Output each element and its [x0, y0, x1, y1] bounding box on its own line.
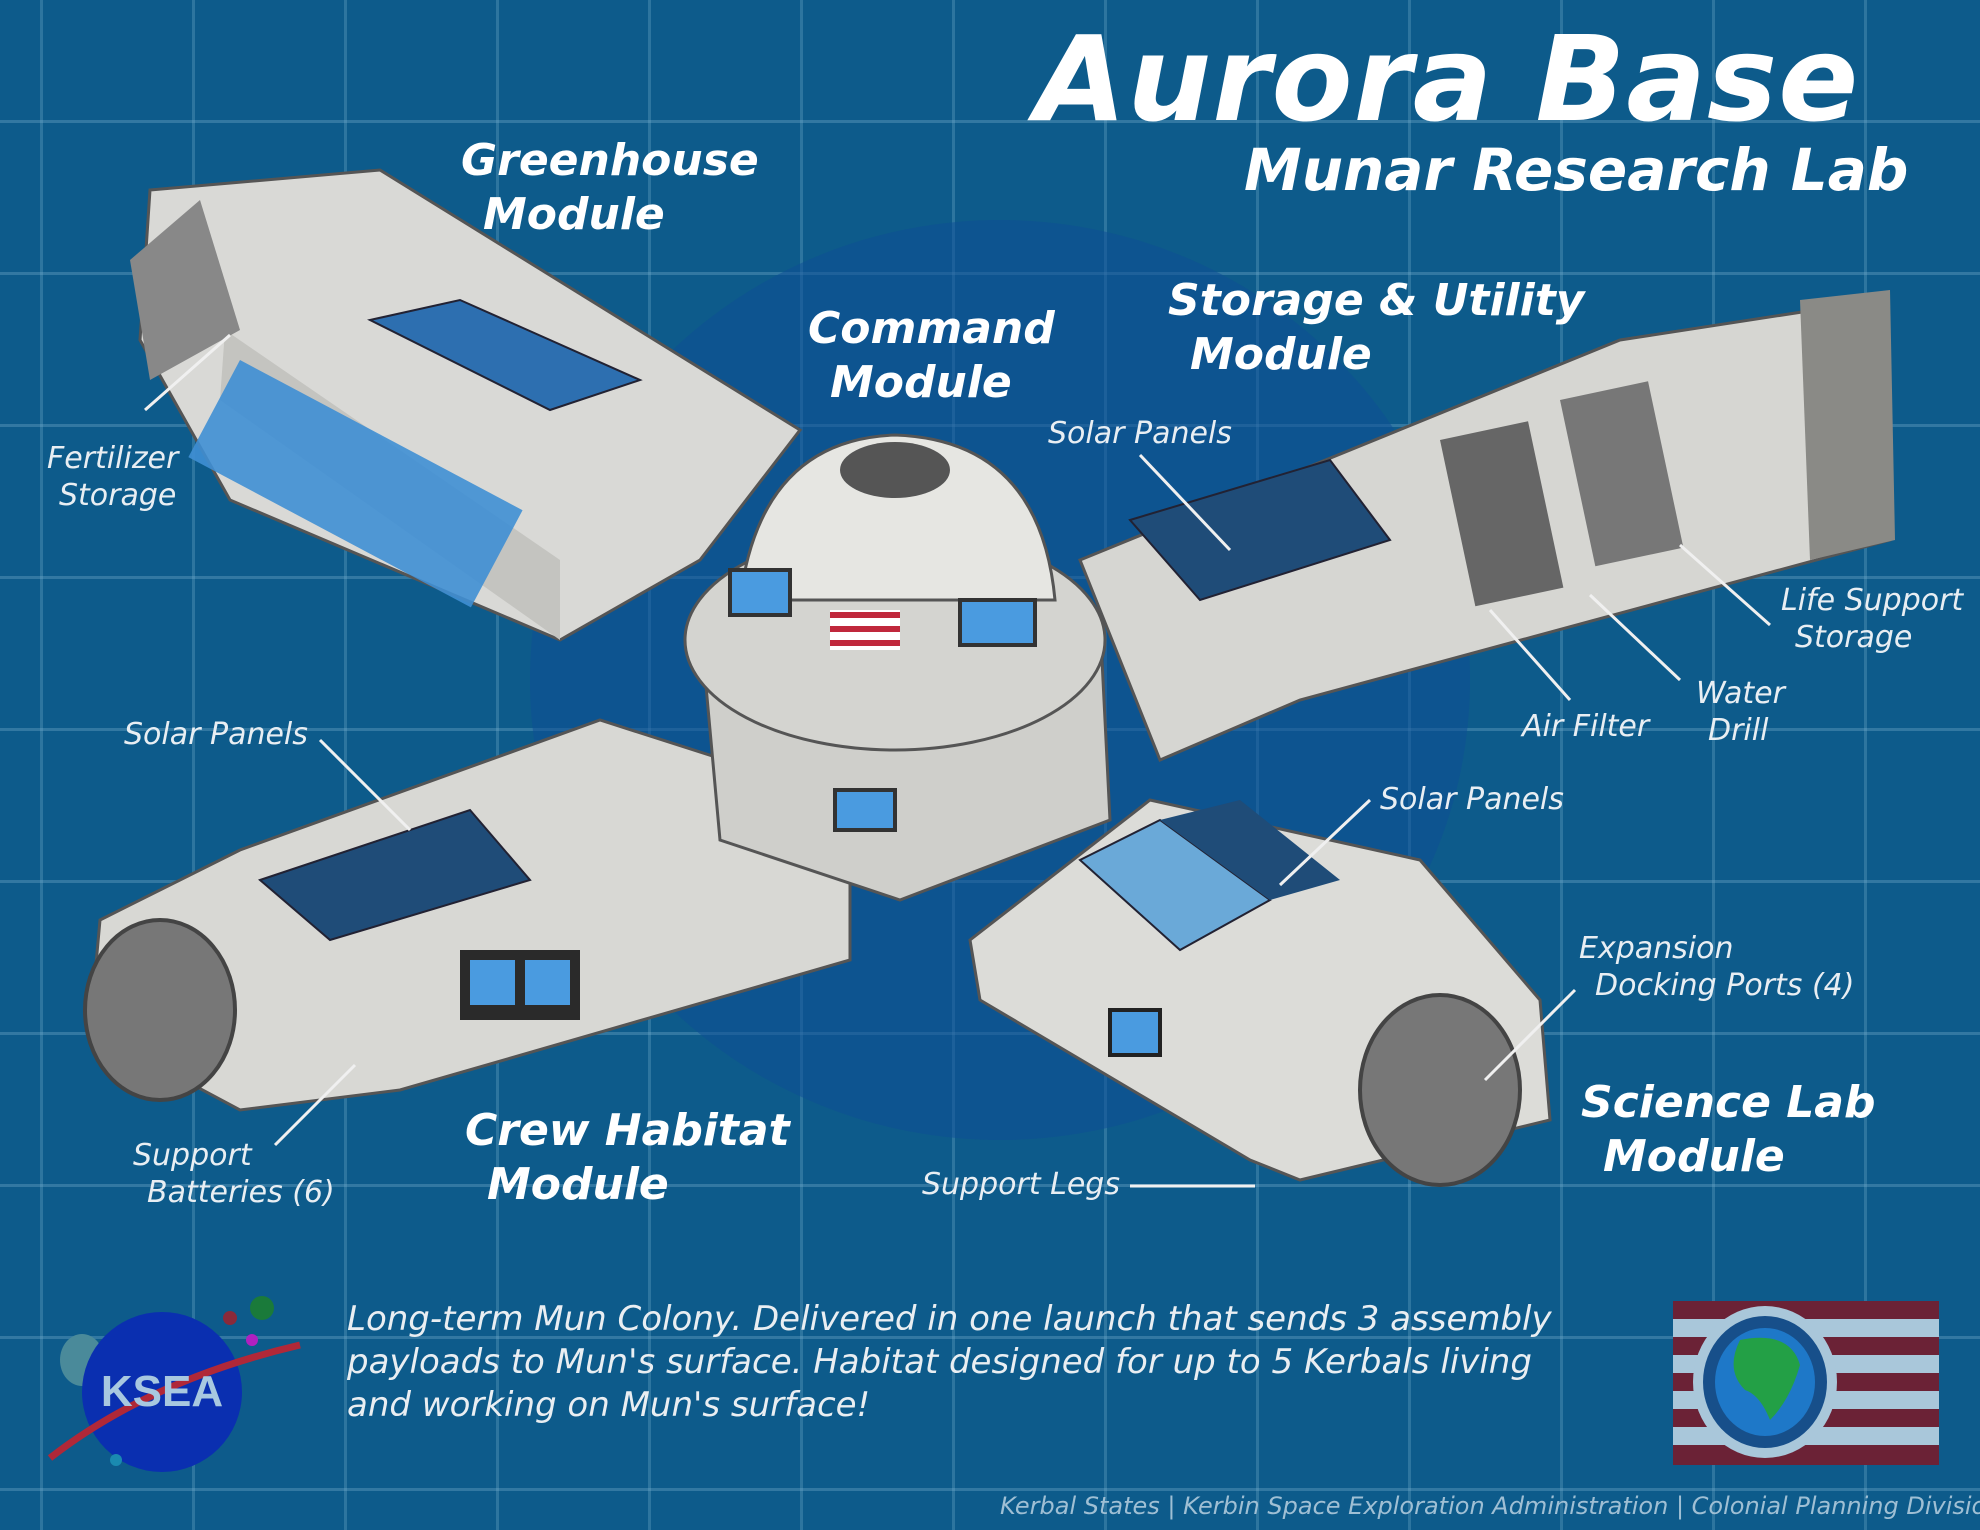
page-subtitle: Munar Research Lab: [1244, 136, 1909, 204]
storage-module-shape: [1078, 290, 1895, 762]
label-line: Storage & Utility: [1168, 275, 1585, 326]
science-module-shape: [968, 798, 1552, 1187]
label-line: Storage: [1795, 620, 1913, 655]
footer-credit: Kerbal States | Kerbin Space Exploration…: [1000, 1492, 1980, 1520]
description-text: Long-term Mun Colony. Delivered in one l…: [347, 1299, 1552, 1425]
page-title: Aurora Base: [1035, 10, 1860, 148]
crew-module-shape: [83, 718, 852, 1112]
air-filter-label: Air Filter: [1522, 709, 1650, 744]
leader-lines: [144, 333, 1771, 1188]
label-line: Expansion: [1579, 931, 1734, 966]
label-line: Support: [133, 1138, 252, 1173]
support-legs-label: Support Legs: [922, 1167, 1120, 1202]
label-line: Science Lab: [1581, 1077, 1876, 1128]
greenhouse-module-shape: [130, 168, 803, 642]
solar-panels-left-label: Solar Panels: [124, 717, 308, 752]
label-line: Module: [1190, 329, 1372, 380]
command-module-shape: [683, 433, 1112, 902]
label-line: Greenhouse: [461, 135, 759, 186]
label-line: Life Support: [1781, 583, 1964, 618]
label-line: Storage: [59, 478, 177, 513]
solar-panels-top-label: Solar Panels: [1048, 416, 1232, 451]
label-line: Docking Ports (4): [1595, 968, 1855, 1003]
label-line: Module: [487, 1159, 669, 1210]
label-line: Command: [808, 303, 1055, 354]
label-line: Module: [830, 357, 1012, 408]
label-line: Crew Habitat: [465, 1105, 790, 1156]
label-line: Module: [483, 189, 665, 240]
label-line: Module: [1603, 1131, 1785, 1182]
label-line: Fertilizer: [47, 441, 179, 476]
label-line: Water: [1696, 676, 1785, 711]
label-line: Drill: [1708, 713, 1769, 748]
solar-panels-right-label: Solar Panels: [1380, 782, 1564, 817]
label-line: Batteries (6): [147, 1175, 335, 1210]
